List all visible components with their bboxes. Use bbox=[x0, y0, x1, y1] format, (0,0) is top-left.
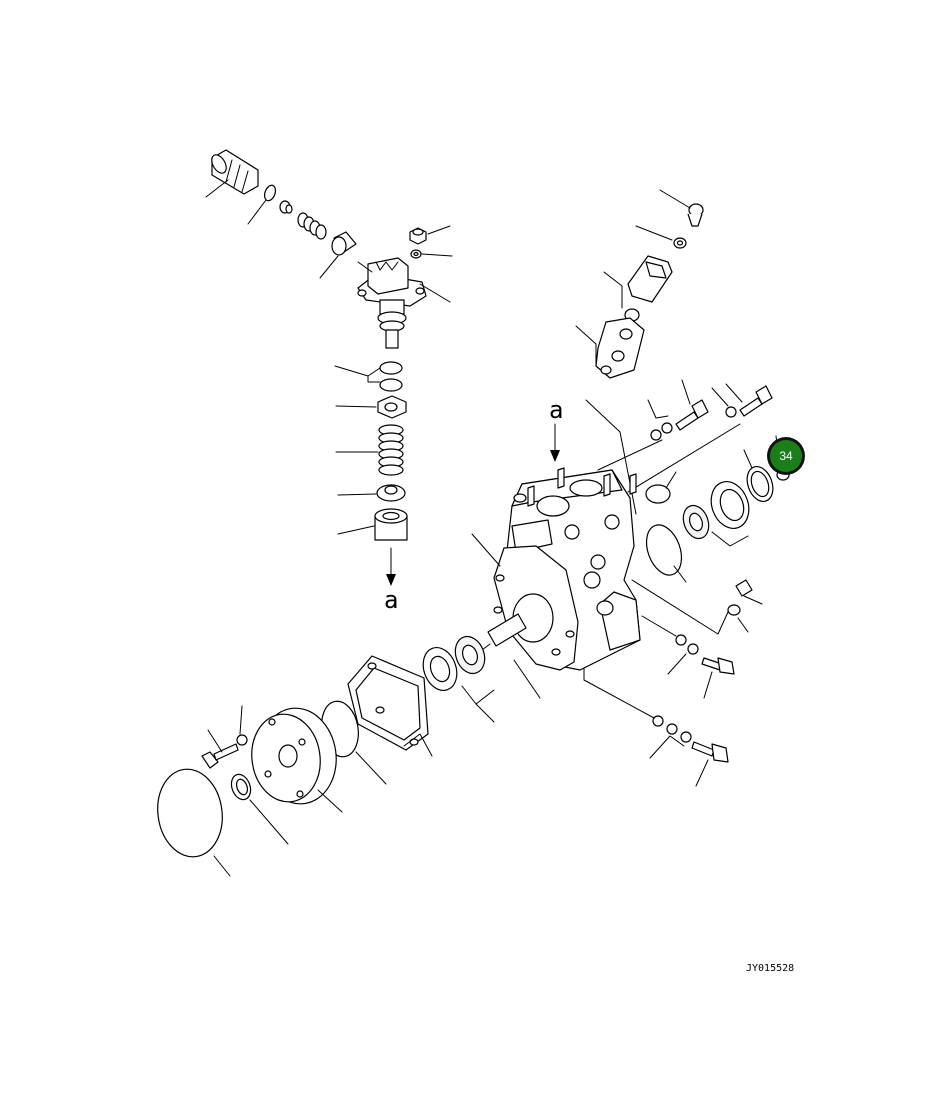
shim bbox=[743, 449, 774, 503]
inlet-fitting bbox=[205, 149, 259, 198]
plunger-spring bbox=[335, 424, 404, 476]
plug bbox=[735, 579, 763, 605]
cover-o-ring bbox=[157, 768, 231, 877]
spring-seat bbox=[335, 395, 407, 419]
small-nut bbox=[279, 200, 293, 214]
gasket-plate bbox=[575, 317, 645, 379]
callout-a-top: a bbox=[549, 396, 563, 424]
plunger-stack: a bbox=[334, 361, 408, 614]
flange-gasket bbox=[347, 655, 433, 757]
washer-pair-2 bbox=[641, 615, 699, 675]
cover-bolt bbox=[201, 729, 239, 769]
highlight-number: 34 bbox=[779, 449, 793, 463]
upper-bolts bbox=[597, 379, 773, 493]
valve-head bbox=[357, 257, 427, 349]
bolt-3 bbox=[701, 657, 735, 699]
shaft-seal bbox=[230, 773, 289, 845]
pressure-sensor bbox=[603, 255, 673, 309]
bolt-4 bbox=[691, 741, 729, 787]
o-ring-pair bbox=[334, 361, 403, 392]
sensor-washer bbox=[635, 225, 687, 249]
coil-spring bbox=[297, 212, 327, 240]
large-o-ring bbox=[645, 524, 687, 583]
cover-plate bbox=[251, 707, 343, 813]
washer-pair-1 bbox=[647, 399, 673, 441]
bolt-2 bbox=[725, 383, 773, 417]
arrow-down-a bbox=[386, 547, 396, 586]
highlight-badge: 34 bbox=[767, 437, 805, 475]
retainer bbox=[337, 484, 406, 502]
sleeve bbox=[319, 231, 357, 279]
washer-set-4 bbox=[649, 715, 692, 759]
callout-a-top-group: a bbox=[549, 396, 563, 462]
right-lower-parts bbox=[583, 579, 763, 787]
bolt-1 bbox=[675, 379, 709, 431]
top-nut bbox=[409, 225, 451, 245]
drive-parts bbox=[157, 635, 495, 877]
callout-a-bottom: a bbox=[384, 586, 398, 614]
sensor-bolt bbox=[659, 189, 704, 227]
tappet bbox=[337, 508, 408, 541]
washer-2 bbox=[711, 387, 737, 418]
cover-washer bbox=[236, 705, 248, 746]
top-valve-assembly bbox=[205, 149, 453, 349]
right-bearing-group: 34 bbox=[645, 435, 805, 583]
sensor-assembly bbox=[575, 189, 704, 515]
o-ring-small bbox=[645, 471, 677, 504]
washer-3 bbox=[727, 604, 749, 633]
bearing bbox=[422, 647, 458, 691]
top-washer bbox=[410, 249, 453, 259]
oil-seal bbox=[710, 481, 750, 547]
drawing-code: JY015528 bbox=[746, 963, 794, 974]
gear-bearing bbox=[682, 504, 710, 540]
pump-body bbox=[471, 467, 641, 699]
o-ring bbox=[247, 184, 277, 225]
highlight-fill bbox=[770, 440, 802, 472]
drive-gear bbox=[454, 635, 486, 675]
